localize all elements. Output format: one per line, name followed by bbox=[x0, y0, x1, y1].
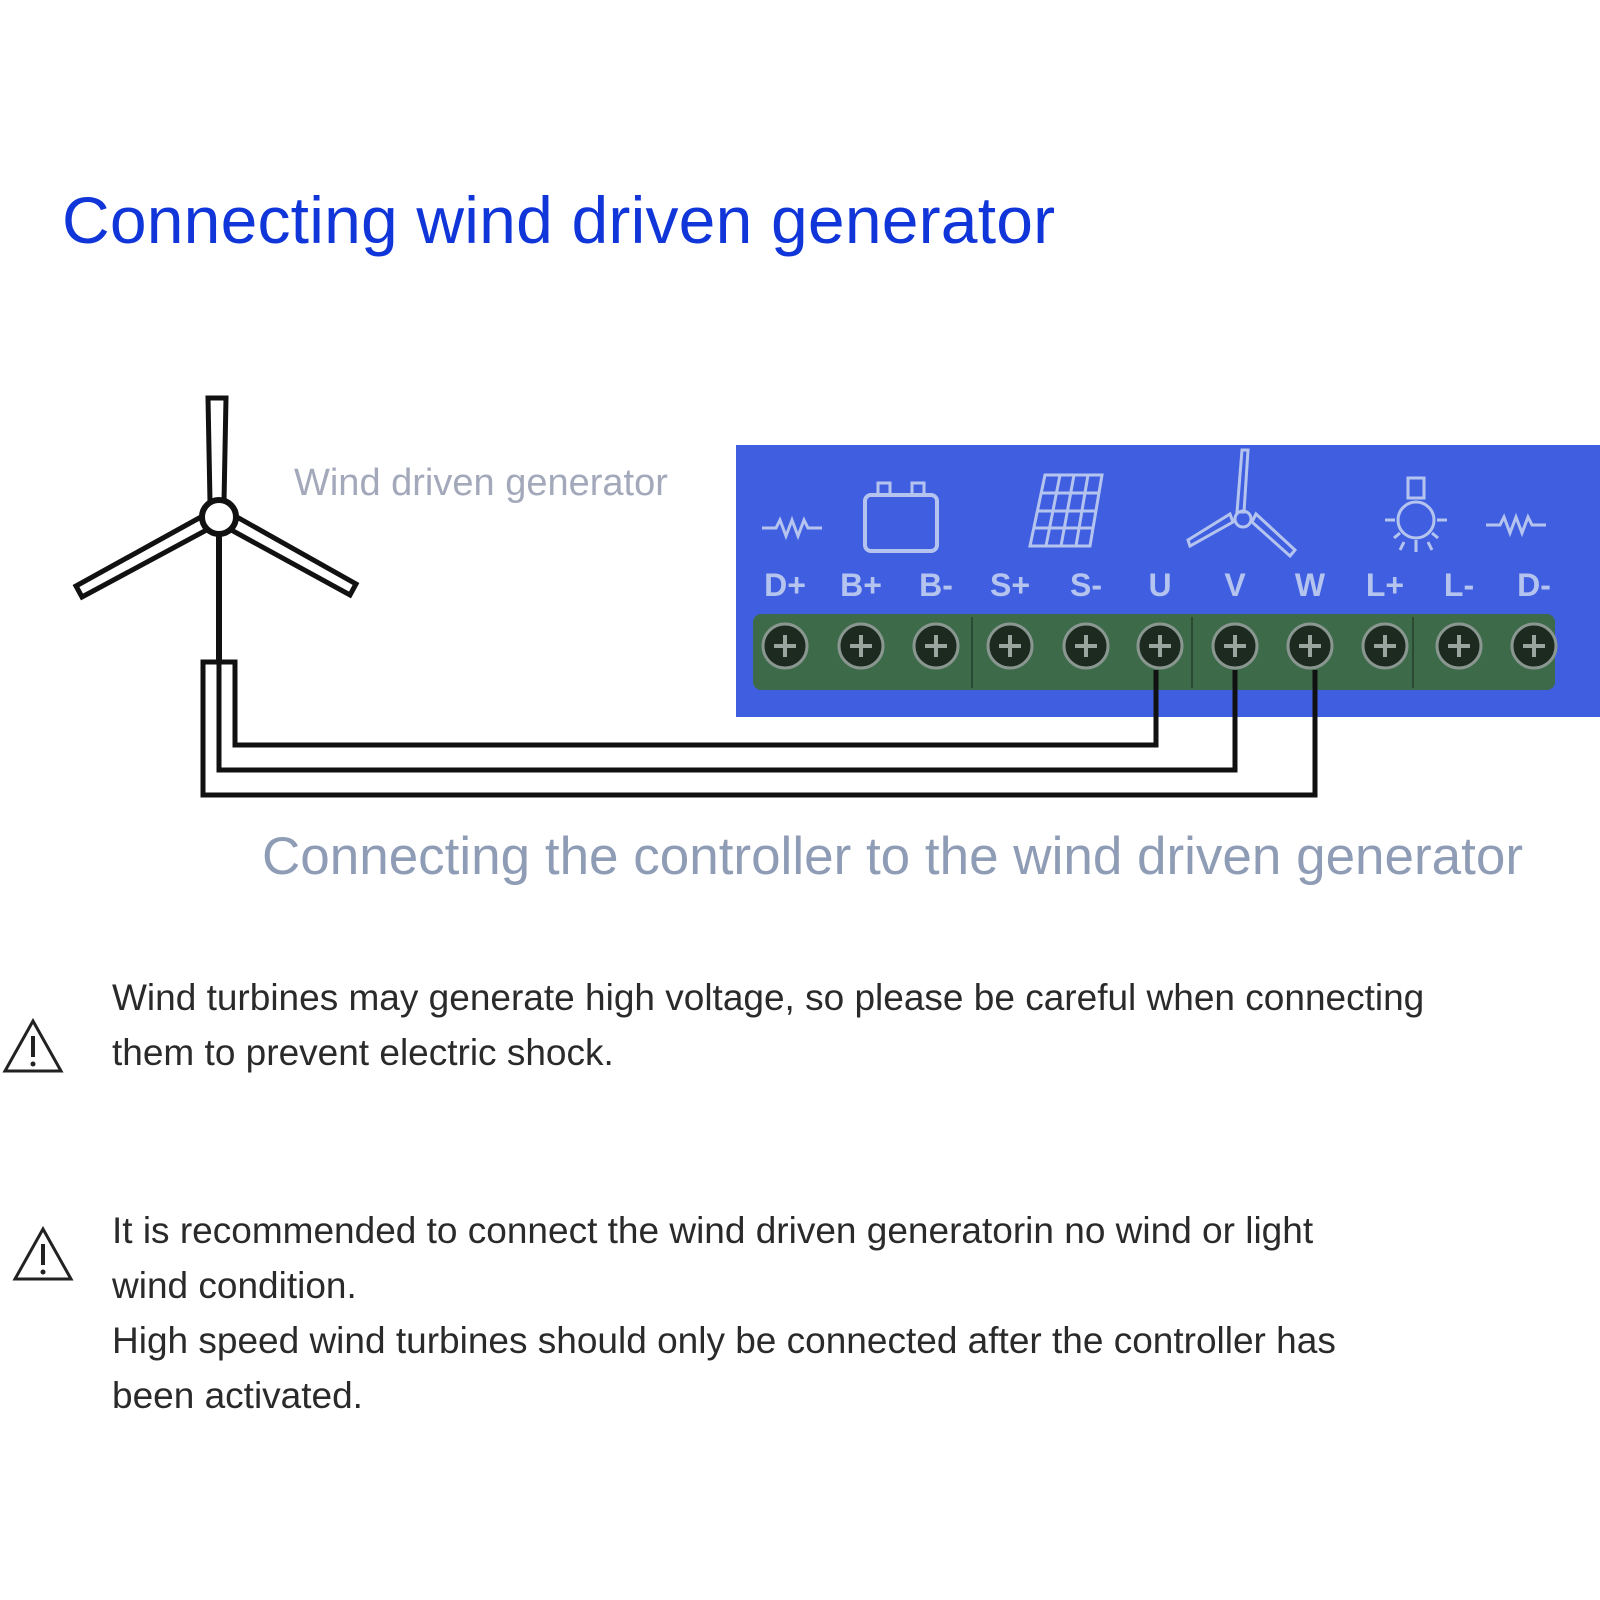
terminal-screw bbox=[761, 622, 809, 670]
terminal-label: S+ bbox=[990, 567, 1030, 603]
terminal-screw bbox=[1286, 622, 1334, 670]
terminal-screw bbox=[986, 622, 1034, 670]
warning-icon bbox=[12, 1226, 74, 1281]
terminal-label: S- bbox=[1070, 567, 1102, 603]
terminal-screw bbox=[1510, 622, 1558, 670]
terminal-label: L- bbox=[1444, 567, 1474, 603]
terminal-label: D+ bbox=[764, 567, 806, 603]
solar-panel-icon bbox=[1028, 473, 1104, 548]
wind-turbine-icon bbox=[72, 395, 360, 662]
diagram-caption: Connecting the controller to the wind dr… bbox=[262, 827, 1523, 886]
terminal-label: L+ bbox=[1366, 567, 1404, 603]
warning-1: Wind turbines may generate high voltage,… bbox=[112, 970, 1552, 1080]
terminal-label: B+ bbox=[840, 567, 882, 603]
wires bbox=[200, 659, 1318, 798]
warning-2-line: It is recommended to connect the wind dr… bbox=[112, 1210, 1314, 1251]
warning-2-line: wind condition. bbox=[112, 1265, 357, 1306]
warning-2-line: been activated. bbox=[112, 1375, 363, 1416]
terminal-label: B- bbox=[919, 567, 953, 603]
bulb-icon bbox=[1385, 476, 1447, 552]
page-title: Connecting wind driven generator bbox=[62, 183, 1056, 257]
terminal-screw bbox=[1136, 622, 1184, 670]
terminal-screw bbox=[837, 622, 885, 670]
warning-2-line: High speed wind turbines should only be … bbox=[112, 1320, 1336, 1361]
terminal-label: V bbox=[1224, 567, 1246, 603]
terminal-screw bbox=[912, 622, 960, 670]
warning-1-line: them to prevent electric shock. bbox=[112, 1032, 614, 1073]
resistor-icon bbox=[762, 515, 822, 541]
terminal-screw bbox=[1361, 622, 1409, 670]
wiring-diagram: D+ B+ B- S+ S- U V W L+ L- D- bbox=[72, 395, 1600, 798]
turbine-label: Wind driven generator bbox=[294, 462, 668, 504]
terminal-label: D- bbox=[1517, 567, 1551, 603]
terminal-screw bbox=[1211, 622, 1259, 670]
battery-icon bbox=[863, 481, 939, 553]
warning-icon bbox=[2, 1018, 64, 1073]
charge-controller: D+ B+ B- S+ S- U V W L+ L- D- bbox=[736, 445, 1600, 717]
resistor-icon bbox=[1486, 512, 1546, 538]
terminal-screw bbox=[1062, 622, 1110, 670]
warning-1-line: Wind turbines may generate high voltage,… bbox=[112, 977, 1425, 1018]
warning-2: It is recommended to connect the wind dr… bbox=[112, 1203, 1552, 1423]
wind-turbine-icon bbox=[1186, 448, 1298, 559]
terminal-label: U bbox=[1148, 567, 1171, 603]
terminal-screw bbox=[1435, 622, 1483, 670]
terminal-label: W bbox=[1295, 567, 1326, 603]
